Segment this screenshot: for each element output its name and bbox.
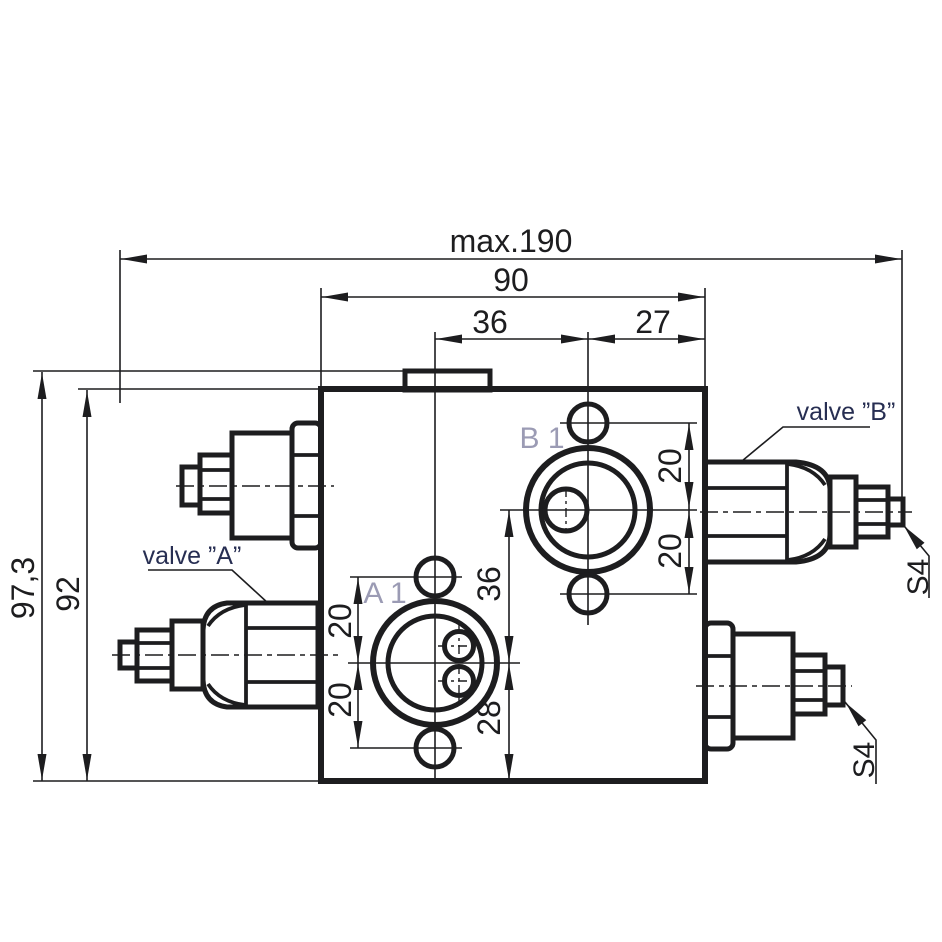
dim-block-width-label: 90 [493, 262, 529, 298]
port-a1 [370, 555, 500, 770]
port-a1-label: A 1 [363, 577, 406, 610]
dim-overall-width-label: max.190 [450, 223, 573, 259]
dim-b1-bolt-top-label: 20 [652, 448, 688, 484]
drawing-text: max.190 90 36 27 97,3 92 20 20 20 20 36 … [5, 223, 935, 778]
port-a1-orifice-top [442, 629, 476, 663]
port-b1-bolt-hole-top [566, 401, 610, 445]
valve-block-body [318, 368, 708, 784]
s4-valve-b-arrow [904, 526, 925, 550]
wrench-size-valve-b-label: S4 [902, 559, 935, 596]
valve-a-leader [148, 569, 270, 605]
dim-b1-a1-vertical-label: 36 [471, 566, 507, 602]
port-b1-label: B 1 [519, 422, 564, 455]
port-a1-bolt-hole-bottom [413, 726, 457, 770]
s4-plug-arrow [846, 703, 867, 727]
dim-a1-bolt-top-label: 20 [322, 603, 358, 639]
dim-a1-b1-horizontal-label: 36 [472, 304, 508, 340]
valve-a-cartridge [117, 600, 321, 710]
dim-b1-edge-label: 27 [635, 304, 671, 340]
dimension-arrowheads [37, 254, 901, 780]
dim-a1-bottom-label: 28 [471, 700, 507, 736]
valve-b-label: valve ”B” [797, 398, 896, 426]
port-a1-orifice-bottom [442, 664, 476, 698]
dim-block-height-label: 92 [50, 576, 86, 612]
dim-overall-height-label: 97,3 [5, 557, 41, 619]
port-a1-bolt-hole-top [413, 555, 457, 599]
port-b1-orifice [542, 486, 590, 534]
block-outline [318, 386, 708, 784]
dim-b1-bolt-bottom-label: 20 [652, 533, 688, 569]
dim-a1-bolt-bottom-label: 20 [322, 682, 358, 718]
leader-lines [148, 426, 930, 784]
plug-top-left [179, 420, 324, 551]
port-b1 [523, 401, 653, 616]
wrench-size-plug-label: S4 [848, 742, 881, 779]
port-b1-bolt-hole-bottom [566, 572, 610, 616]
valve-b-cartridge [702, 459, 906, 565]
valve-a-label: valve ”A” [143, 542, 242, 570]
plug-bottom-right [702, 620, 846, 752]
valve-b-leader [741, 426, 870, 462]
extension-lines [33, 250, 903, 782]
